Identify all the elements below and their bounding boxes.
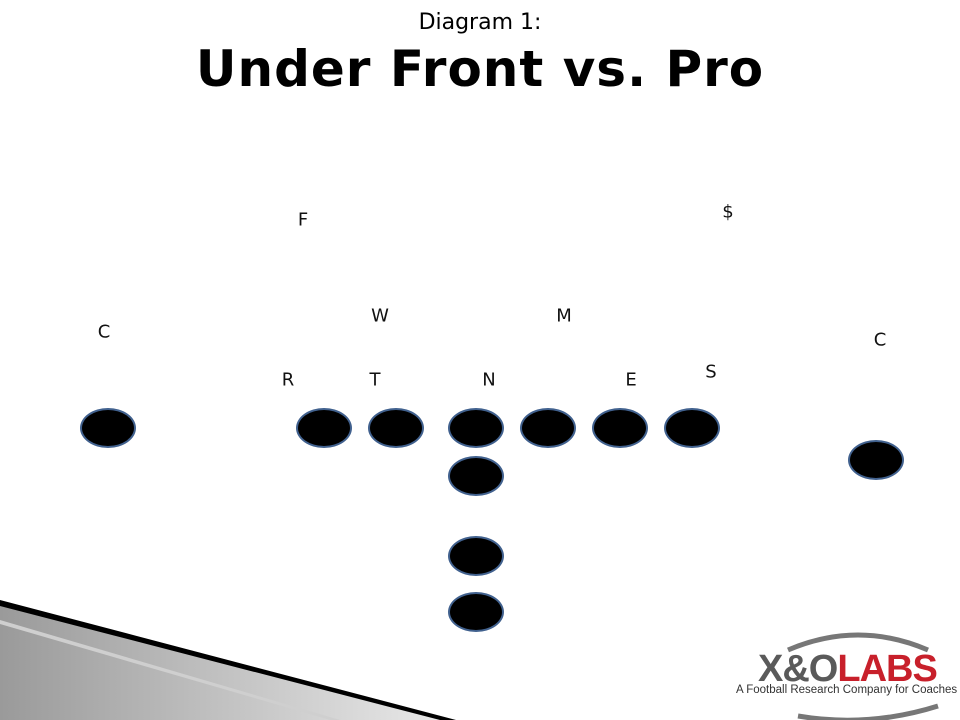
offense-player-split-end: [80, 408, 136, 448]
logo-labs-text: LABS: [837, 648, 937, 690]
xo-labs-logo: X&OLABS A Football Research Company for …: [728, 628, 960, 720]
offense-player-left-tackle: [296, 408, 352, 448]
offense-player-right-tackle: [592, 408, 648, 448]
decoration-black-swoosh: [0, 600, 456, 720]
defender-label-will: W: [371, 305, 389, 327]
defender-label-nose: N: [482, 369, 496, 391]
defender-label-end: E: [625, 369, 637, 391]
defender-label-free-safety: F: [297, 209, 309, 231]
defender-label-sam: S: [705, 361, 717, 383]
defender-label-strong-safety: $: [722, 201, 734, 223]
offense-player-fullback: [448, 536, 504, 576]
diagram-title: Under Front vs. Pro: [195, 40, 765, 98]
slide-decoration: [0, 600, 456, 720]
offense-player-left-guard: [368, 408, 424, 448]
offense-player-right-guard: [520, 408, 576, 448]
defender-label-mike: M: [556, 305, 572, 327]
logo-tagline: A Football Research Company for Coaches: [736, 684, 958, 696]
offense-player-tailback: [448, 592, 504, 632]
defender-label-rush: R: [281, 369, 295, 391]
logo-wordmark: X&OLABS: [758, 648, 938, 691]
decoration-light-swoosh: [0, 620, 340, 720]
defender-label-tackle: T: [369, 369, 381, 391]
offense-player-center: [448, 408, 504, 448]
defender-label-corner-left: C: [97, 321, 111, 343]
offense-player-tight-end: [664, 408, 720, 448]
defender-label-corner-right: C: [873, 329, 887, 351]
offense-player-quarterback: [448, 456, 504, 496]
logo-xo-text: X&O: [758, 648, 838, 690]
diagram-caption: Diagram 1:: [418, 10, 542, 35]
offense-player-flanker: [848, 440, 904, 480]
